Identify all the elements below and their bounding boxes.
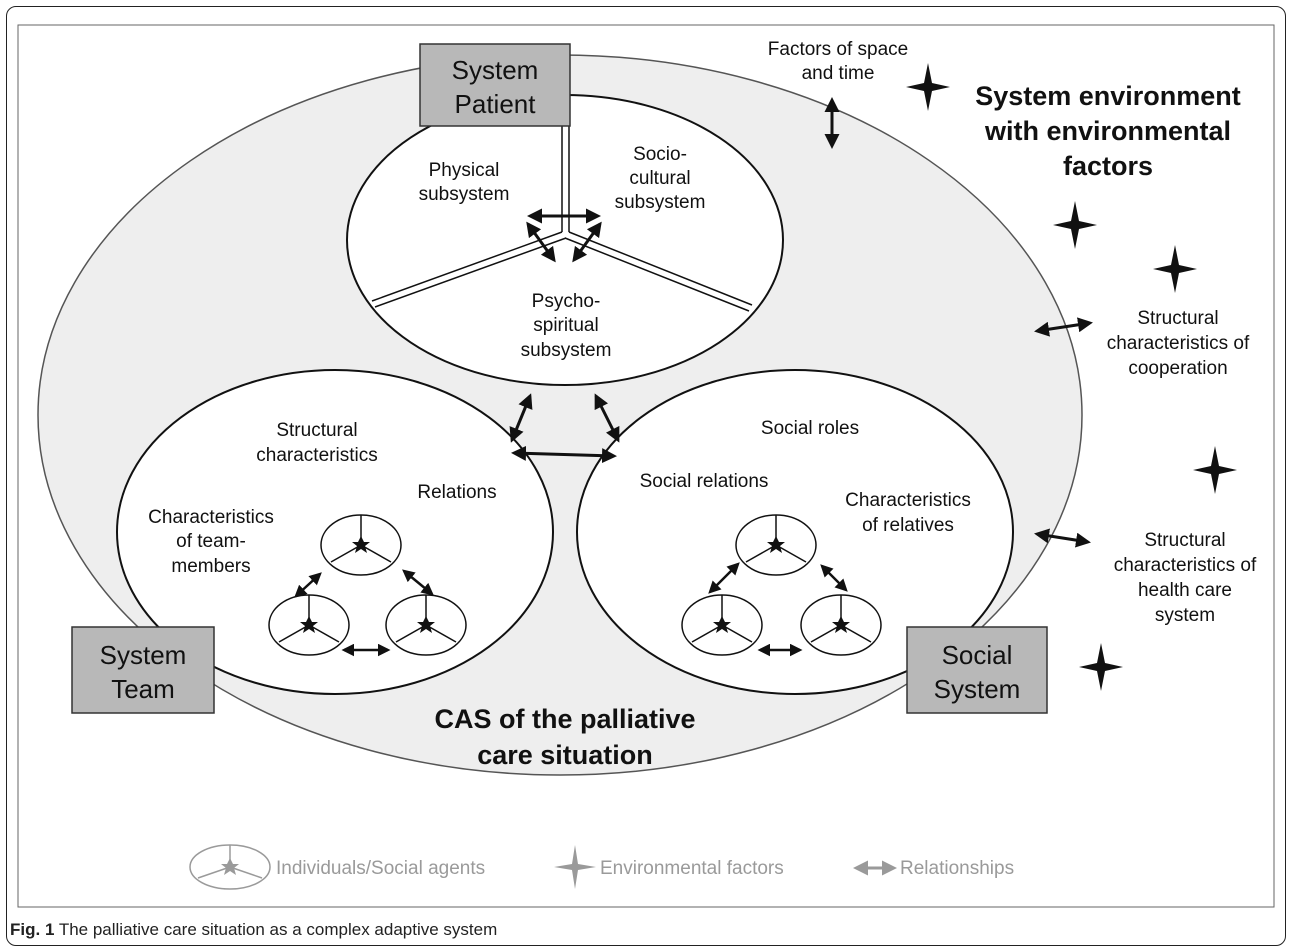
env-health-label-2: characteristics of — [1114, 555, 1257, 576]
env-arrows — [824, 97, 1093, 548]
team-box-label-2: Team — [111, 674, 175, 704]
social-agent — [735, 514, 817, 576]
sociocultural-label-1: Socio- — [633, 144, 687, 165]
env-health-label-3: health care — [1138, 580, 1232, 601]
physical-label-2: subsystem — [419, 184, 510, 205]
cas-title-2: care situation — [477, 740, 653, 770]
psychospiritual-label-3: subsystem — [521, 340, 612, 361]
env-cooperation-label-1: Structural — [1137, 308, 1218, 329]
env-space-time-label-1: Factors of space — [768, 39, 908, 60]
patient-box-label-1: System — [452, 55, 539, 85]
social-box-label-1: Social — [942, 640, 1013, 670]
caption-label: Fig. 1 — [10, 920, 55, 939]
team-box-label-1: System — [100, 640, 187, 670]
env-title-1: System environment — [975, 81, 1241, 111]
legend-env-label: Environmental factors — [600, 858, 784, 879]
sociocultural-label-2: cultural — [629, 168, 690, 189]
env-cooperation-label-2: characteristics of — [1107, 333, 1250, 354]
psychospiritual-label-1: Psycho- — [532, 291, 601, 312]
social-agent-arrows — [708, 562, 848, 657]
env-health-label-4: system — [1155, 605, 1215, 626]
social-agent — [681, 594, 763, 656]
legend-agent-icon — [189, 844, 271, 890]
social-relatives-label-2: of relatives — [862, 515, 954, 536]
team-members-label-3: members — [171, 556, 250, 577]
patient-box — [419, 43, 571, 127]
env-health-label-1: Structural — [1144, 530, 1225, 551]
social-agent — [800, 594, 882, 656]
team-members-label-1: Characteristics — [148, 507, 274, 528]
figure-caption: Fig. 1 The palliative care situation as … — [10, 920, 497, 940]
legend-star-icon — [554, 845, 596, 889]
social-relatives-label-1: Characteristics — [845, 490, 971, 511]
social-roles-label: Social roles — [761, 418, 859, 439]
team-box — [71, 626, 215, 714]
team-agent — [268, 594, 350, 656]
patient-box-label-2: Patient — [455, 89, 537, 119]
social-box-label-2: System — [934, 674, 1021, 704]
team-relations-label: Relations — [417, 482, 496, 503]
team-structural-label-1: Structural — [276, 420, 357, 441]
team-agent-arrows — [294, 569, 434, 657]
caption-text: The palliative care situation as a compl… — [54, 920, 498, 939]
patient-inner-arrows — [526, 208, 602, 263]
env-title-3: factors — [1063, 151, 1153, 181]
env-space-time-label-2: and time — [802, 63, 875, 84]
social-relations-label: Social relations — [640, 471, 769, 492]
legend-relationships-label: Relationships — [900, 858, 1014, 879]
physical-label-1: Physical — [429, 160, 500, 181]
team-members-label-2: of team- — [176, 531, 246, 552]
psychospiritual-label-2: spiritual — [533, 315, 598, 336]
env-title-2: with environmental — [984, 116, 1231, 146]
env-cooperation-label-3: cooperation — [1128, 358, 1227, 379]
legend-agents-label: Individuals/Social agents — [276, 858, 485, 879]
social-box — [906, 626, 1048, 714]
team-structural-label-2: characteristics — [256, 445, 377, 466]
system-relation-arrows — [509, 393, 620, 464]
cas-title-1: CAS of the palliative — [434, 704, 695, 734]
team-agent — [320, 514, 402, 576]
sociocultural-label-3: subsystem — [615, 192, 706, 213]
team-agent — [385, 594, 467, 656]
